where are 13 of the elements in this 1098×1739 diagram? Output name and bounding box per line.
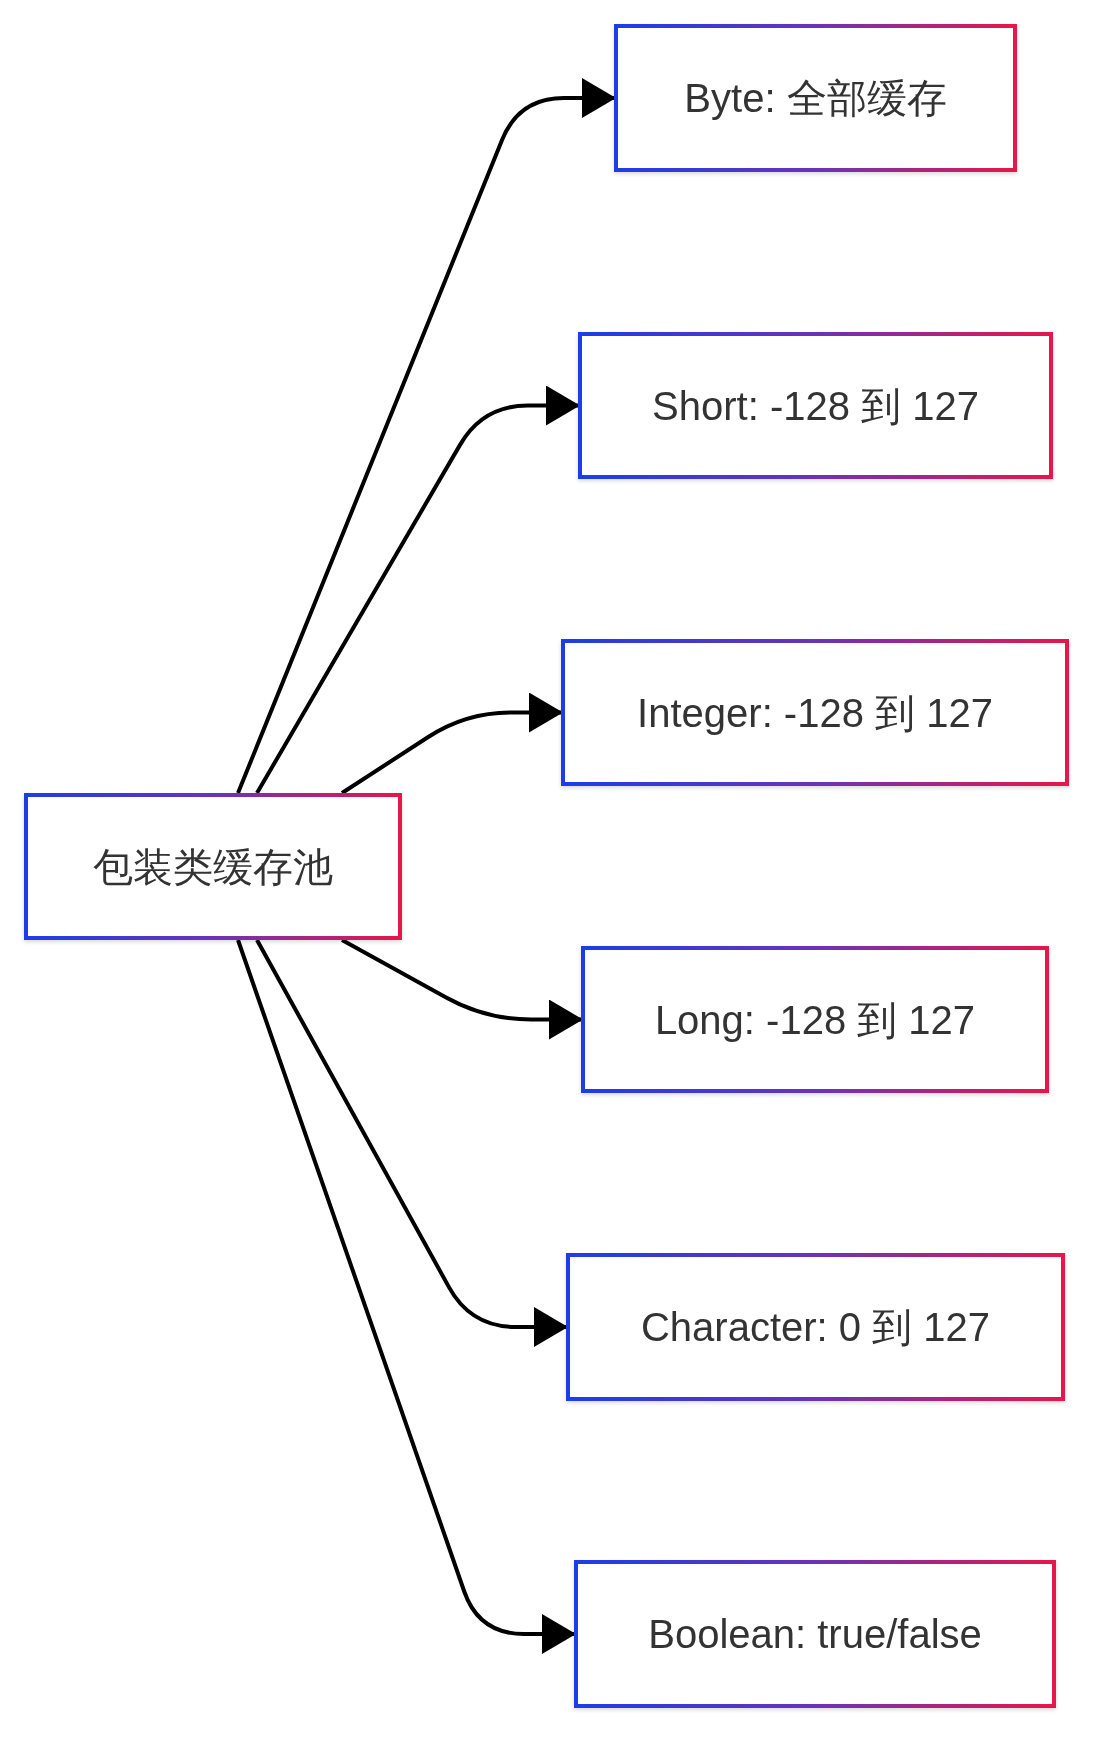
node-label: Byte: 全部缓存 — [684, 75, 947, 122]
node-label: Short: -128 到 127 — [652, 382, 979, 430]
arrow — [236, 78, 616, 794]
arrow — [340, 692, 563, 795]
node-label: Long: -128 到 127 — [654, 996, 976, 1044]
node-label: Integer: -128 到 127 — [637, 689, 993, 737]
arrow — [255, 939, 568, 1347]
node-label: Character: 0 到 127 — [640, 1304, 991, 1351]
node-label: 包装类缓存池 — [93, 843, 333, 891]
arrow — [341, 938, 583, 1040]
node-label: Boolean: true/false — [648, 1611, 982, 1658]
arrow — [236, 939, 576, 1654]
arrow — [255, 385, 580, 794]
